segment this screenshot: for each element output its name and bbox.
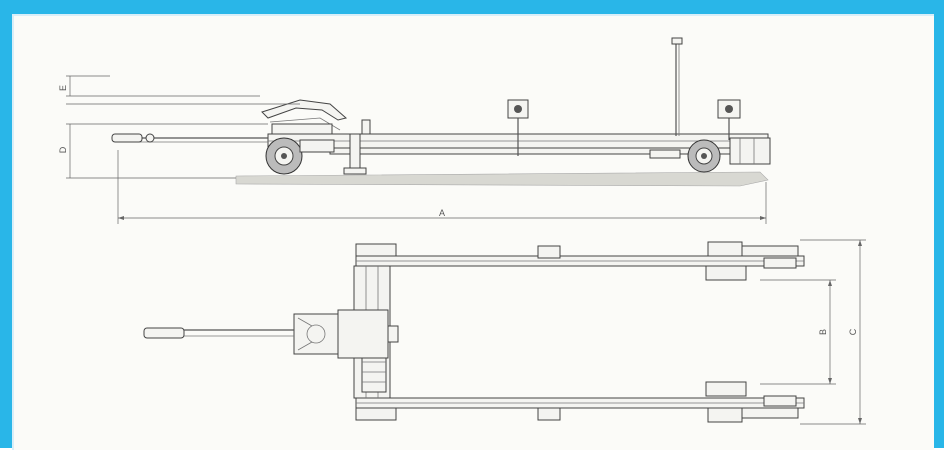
dim-label-c: C <box>848 328 858 335</box>
ground-shadow <box>235 171 769 187</box>
top-view: B C <box>143 239 866 425</box>
side-view: E D A <box>58 37 771 224</box>
dim-label-a: A <box>439 208 445 218</box>
drawing-sheet <box>12 14 934 450</box>
lift-arm <box>261 99 348 121</box>
front-leg <box>349 133 361 173</box>
dim-label-e: E <box>58 85 68 91</box>
dim-label-b: B <box>818 329 828 335</box>
platform-base <box>329 147 751 155</box>
dim-label-d: D <box>58 146 68 153</box>
hitch-head <box>293 313 339 355</box>
